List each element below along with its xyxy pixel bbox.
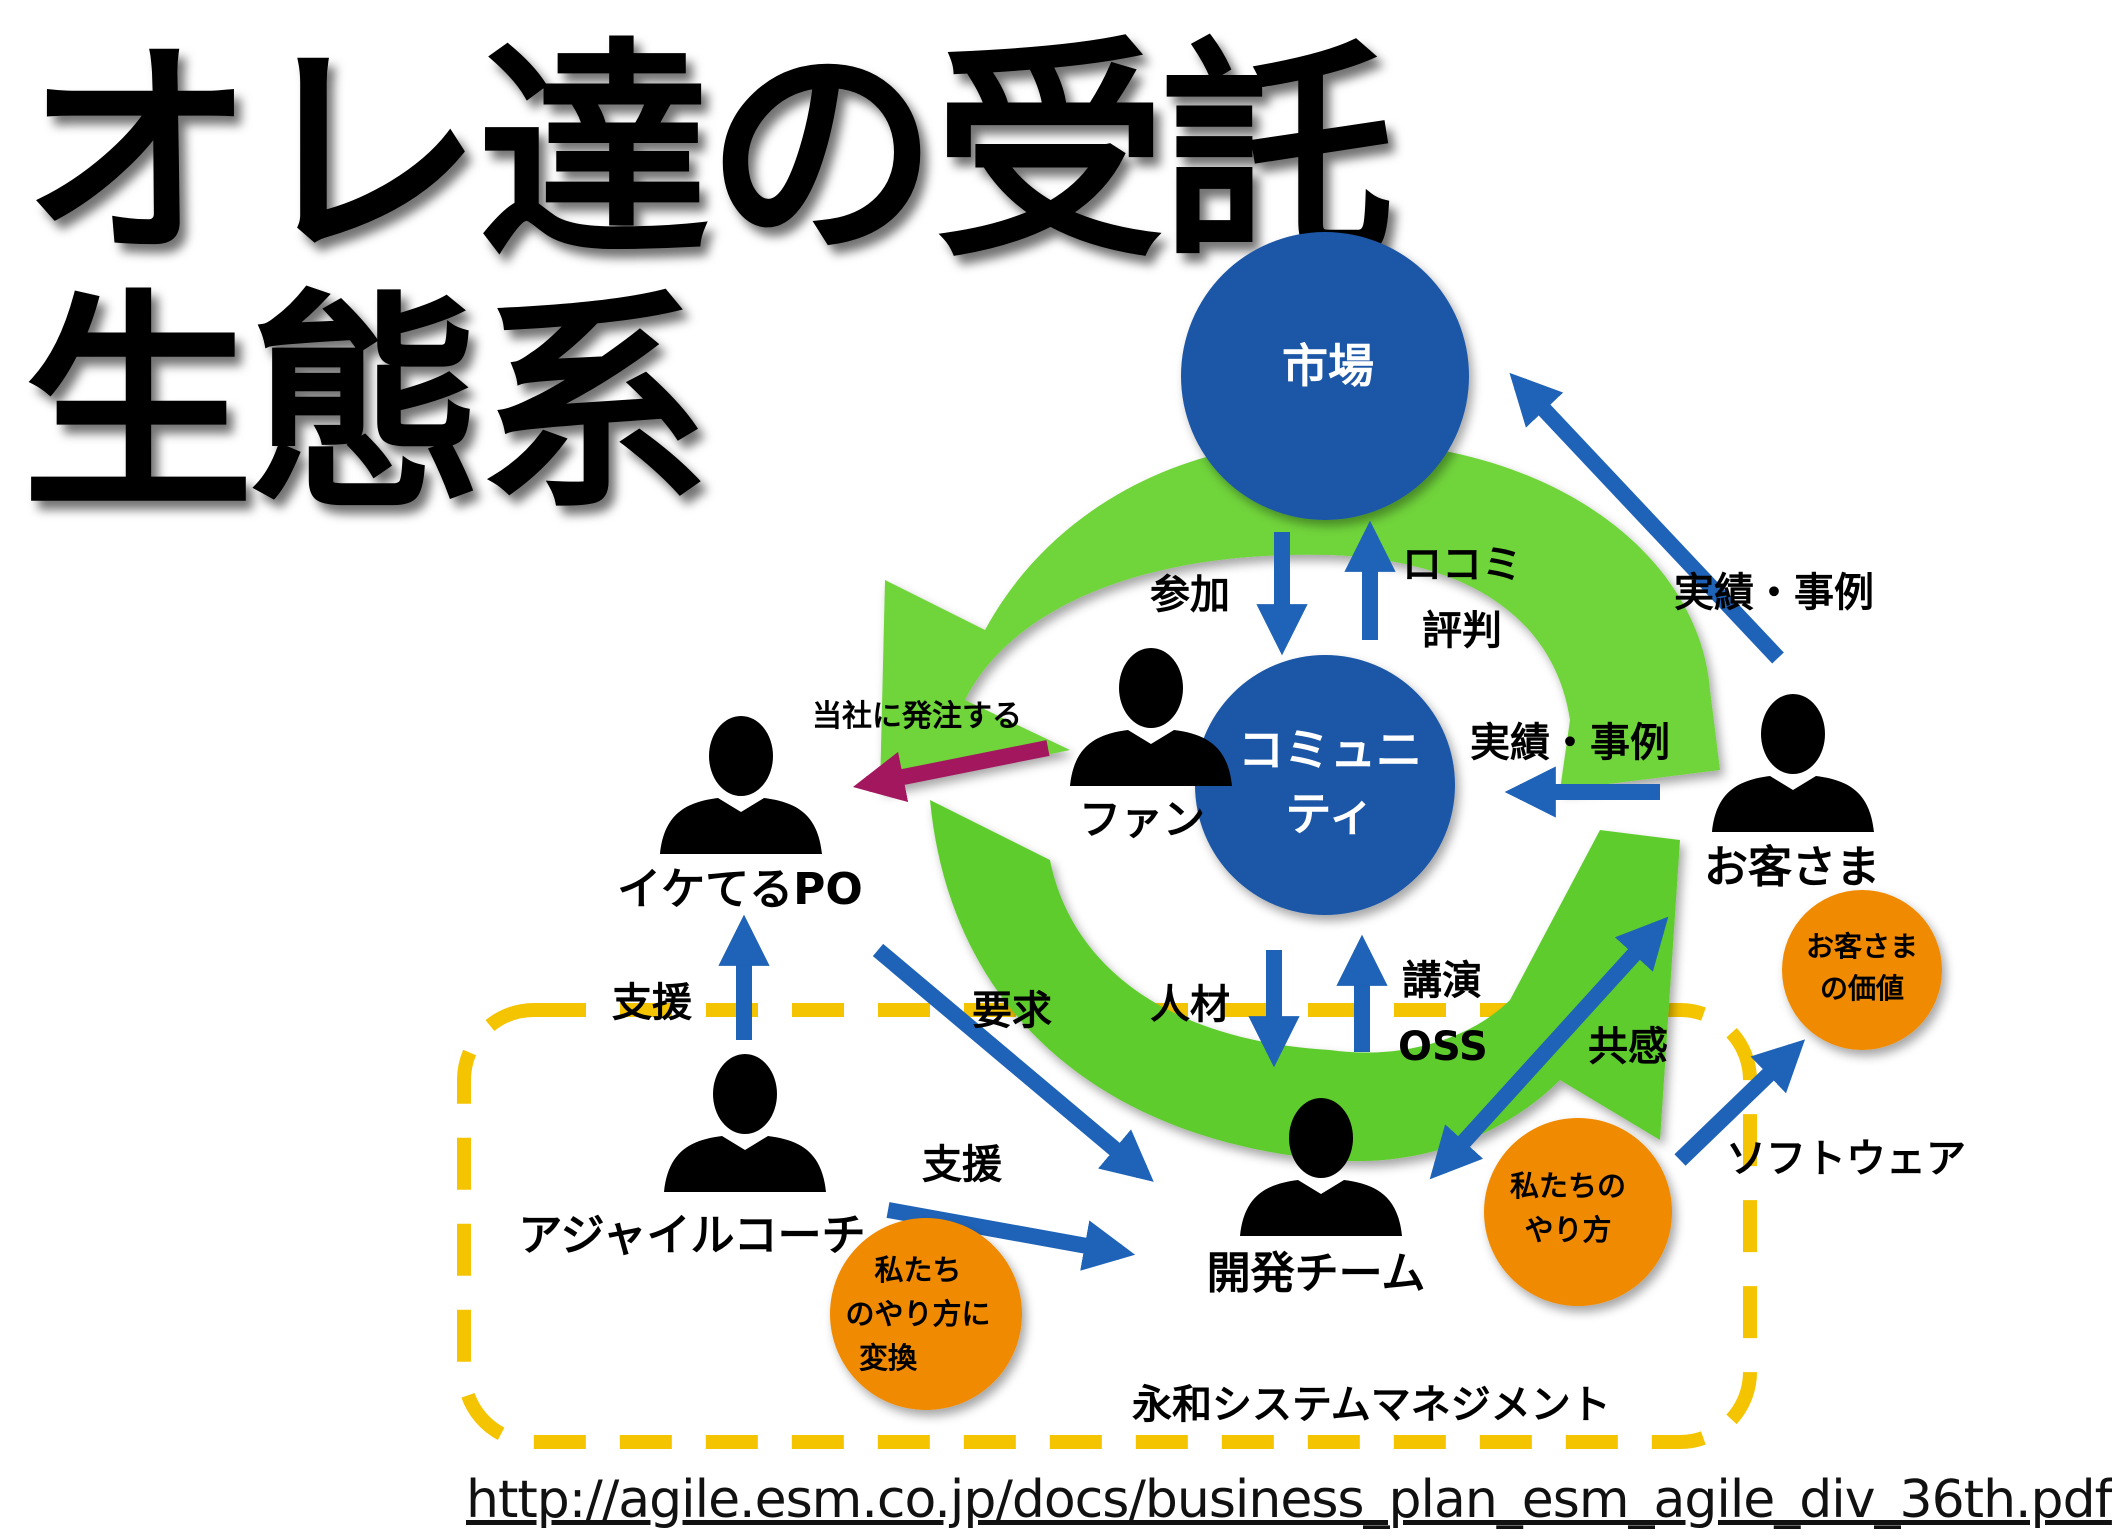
- talent-label: 人材: [1150, 982, 1230, 1028]
- our-way-line1: 私たちの: [1510, 1169, 1626, 1203]
- community-label-line1: コミュニ: [1238, 723, 1422, 777]
- word-of-mouth-label-line2: 評判: [1422, 608, 1502, 654]
- our-way-bubble: [1484, 1118, 1672, 1306]
- talk-label-line2: OSS: [1398, 1024, 1488, 1070]
- software-arrow: [1674, 1039, 1806, 1166]
- devteam-label: 開発チーム: [1207, 1248, 1426, 1299]
- cycle-arrow-upper: [880, 440, 1720, 790]
- po-label: イケてるPO: [617, 864, 863, 915]
- support-dev-arrow: [886, 1202, 1136, 1271]
- community-label-line2: ティ: [1285, 787, 1374, 841]
- talk-label-line1: 講演: [1402, 958, 1482, 1004]
- our-way-line2: やり方: [1524, 1213, 1611, 1247]
- fan-person-icon: [1070, 648, 1232, 786]
- participate-label: 参加: [1150, 572, 1230, 618]
- slide-title-line1: オレ達の受託: [22, 19, 1394, 289]
- order-label: 当社に発注する: [812, 699, 1022, 734]
- customer-label: お客さま: [1704, 842, 1880, 893]
- community-circle: [1195, 655, 1455, 915]
- fan-label: ファン: [1079, 795, 1205, 844]
- support-po-label: 支援: [612, 980, 693, 1026]
- market-label: 市場: [1282, 339, 1374, 393]
- customer-value-line1: お客さま: [1806, 930, 1918, 963]
- results-top-label: 実績・事例: [1674, 570, 1874, 616]
- slide: オレ達の受託 生態系: [22, 19, 2112, 1530]
- company-boundary: [457, 1003, 1757, 1449]
- coach-person-icon: [664, 1054, 826, 1192]
- request-arrow: [872, 943, 1154, 1182]
- market-circle: [1181, 232, 1469, 520]
- convert-line3: 変換: [859, 1341, 918, 1375]
- word-of-mouth-label-line1: ロコミ: [1402, 542, 1522, 588]
- empathy-label: 共感: [1588, 1024, 1668, 1070]
- ecosystem-diagram: 市場 コミュニ ティ ファン イケてるPO お客さま アジャイルコーチ 開発チー…: [457, 232, 1966, 1449]
- customer-value-bubble: [1782, 890, 1942, 1050]
- request-label: 要求: [972, 988, 1052, 1034]
- convert-line2: のやり方に: [845, 1297, 990, 1331]
- source-url-link[interactable]: http://agile.esm.co.jp/docs/business_pla…: [466, 1470, 2112, 1530]
- company-label: 永和システムマネジメント: [1132, 1382, 1611, 1428]
- coach-label: アジャイルコーチ: [518, 1210, 865, 1261]
- customer-person-icon: [1712, 694, 1874, 832]
- po-person-icon: [660, 716, 822, 854]
- order-arrow: [852, 740, 1050, 803]
- convert-line1: 私たち: [874, 1253, 961, 1287]
- results-mid-label: 実績・事例: [1470, 720, 1670, 766]
- convert-bubble: [830, 1218, 1022, 1410]
- software-label: ソフトウェア: [1726, 1136, 1966, 1182]
- customer-value-line2: の価値: [1820, 972, 1904, 1005]
- support-dev-label: 支援: [922, 1142, 1003, 1188]
- empathy-arrow: [1429, 916, 1669, 1180]
- slide-title-line2: 生態系: [22, 271, 710, 541]
- results-to-market-arrow: [1509, 372, 1784, 664]
